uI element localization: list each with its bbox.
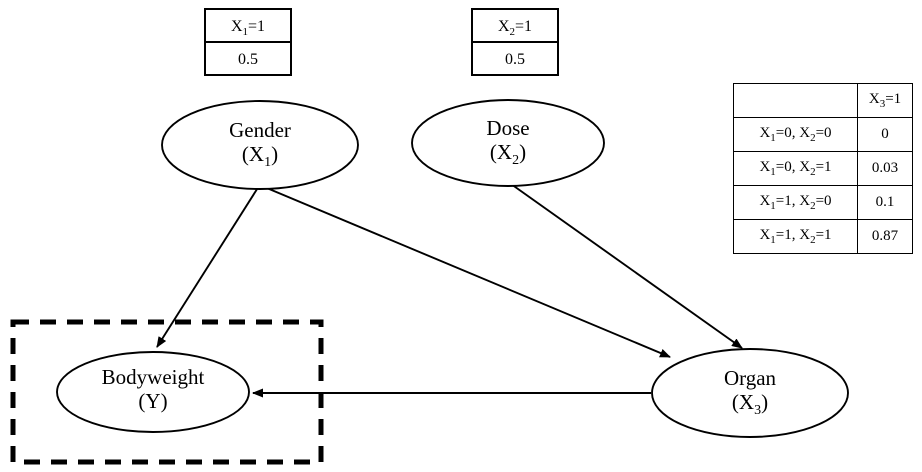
cpt-condition-cell: X1=0, X2=0 — [733, 117, 858, 152]
x2-prior-box: X2=1 0.5 — [471, 8, 559, 76]
edge-dose-to-organ — [510, 183, 743, 349]
x1-prior-value: 0.5 — [238, 51, 258, 68]
cpt-condition-cell: X1=1, X2=0 — [733, 185, 858, 220]
cpt-value-cell: 0.03 — [857, 151, 913, 186]
cpt-value-cell: 0.1 — [857, 185, 913, 220]
table-header-row: X3=1 — [733, 83, 913, 118]
x1-prior-box: X1=1 0.5 — [204, 8, 292, 76]
table-row: X1=1, X2=0 0.1 — [733, 185, 913, 220]
node-gender-ellipse[interactable] — [161, 100, 359, 190]
x2-prior-header: X2=1 — [473, 10, 557, 43]
cpt-value-cell: 0.87 — [857, 219, 913, 254]
target-outcome-highlight-box — [10, 319, 324, 465]
table-row: X1=0, X2=0 0 — [733, 117, 913, 152]
x1-prior-header: X1=1 — [206, 10, 290, 43]
edge-gender-to-bodyweight — [156, 185, 260, 348]
cpt-value-cell: 0 — [857, 117, 913, 152]
table-row: X1=0, X2=1 0.03 — [733, 151, 913, 186]
x3-conditional-probability-table: X3=1 X1=0, X2=0 0 X1=0, X2=1 0.03 X1=1, … — [733, 83, 913, 254]
cpt-condition-cell: X1=1, X2=1 — [733, 219, 858, 254]
x2-prior-value: 0.5 — [505, 51, 525, 68]
node-organ-ellipse[interactable] — [651, 348, 849, 438]
node-dose-ellipse[interactable] — [411, 99, 605, 187]
edge-gender-to-organ — [261, 185, 671, 358]
cpt-column-header: X3=1 — [857, 83, 913, 118]
cpt-corner-cell — [733, 83, 858, 118]
cpt-condition-cell: X1=0, X2=1 — [733, 151, 858, 186]
table-row: X1=1, X2=1 0.87 — [733, 219, 913, 254]
node-bodyweight-ellipse[interactable] — [56, 351, 250, 433]
